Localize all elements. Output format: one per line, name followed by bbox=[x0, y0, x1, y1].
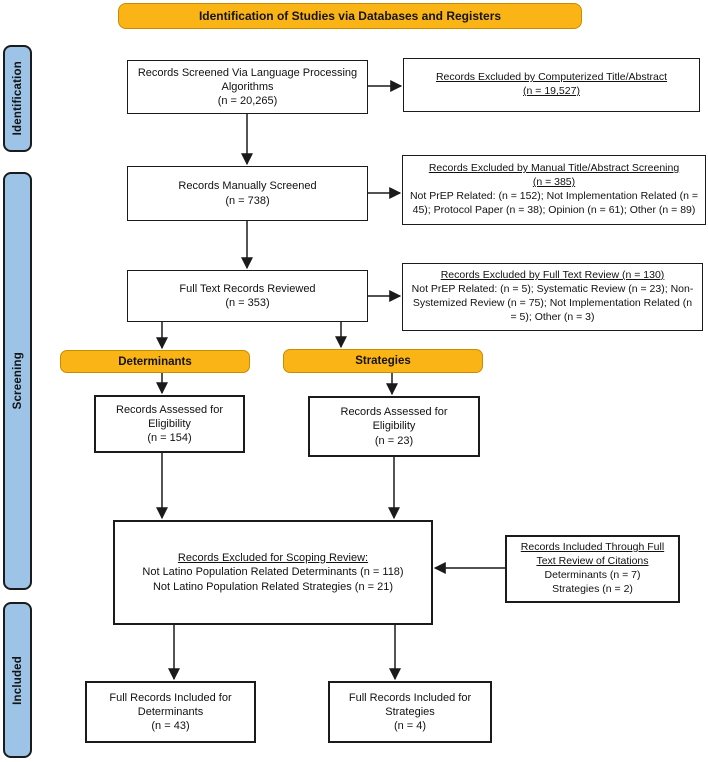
box-citations-heading: Records Included Through Full Text Revie… bbox=[520, 541, 665, 568]
box-excluded-scoping-line2: Not Latino Population Related Strategies… bbox=[152, 580, 393, 593]
box-assessed-eligibility-determinants: Records Assessed for Eligibility (n = 15… bbox=[94, 395, 245, 453]
box-excluded-manual-body: Not PrEP Related: (n = 152); Not Impleme… bbox=[409, 190, 699, 216]
box-assessed-strat-title: Records Assessed for Eligibility bbox=[340, 406, 448, 433]
box-excluded-computerized-count: (n = 19,527) bbox=[523, 85, 580, 97]
box-excluded-computerized: Records Excluded by Computerized Title/A… bbox=[403, 58, 700, 112]
box-records-manually-screened-title: Records Manually Screened bbox=[178, 180, 317, 193]
box-excluded-manual-heading: Records Excluded by Manual Title/Abstrac… bbox=[428, 162, 680, 175]
box-excluded-fulltext-heading: Records Excluded by Full Text Review (n … bbox=[440, 269, 665, 282]
box-included-strategies-count: (n = 4) bbox=[393, 720, 427, 733]
banner-title: Identification of Studies via Databases … bbox=[118, 3, 582, 29]
box-included-strategies-title: Full Records Included for Strategies bbox=[348, 691, 472, 718]
box-records-manually-screened: Records Manually Screened (n = 738) bbox=[127, 166, 368, 221]
box-included-through-citations: Records Included Through Full Text Revie… bbox=[505, 535, 680, 603]
box-assessed-det-title: Records Assessed for Eligibility bbox=[116, 403, 223, 430]
box-excluded-manual-count: (n = 385) bbox=[532, 176, 576, 189]
box-assessed-eligibility-strategies: Records Assessed for Eligibility (n = 23… bbox=[308, 396, 480, 457]
box-excluded-scoping-review: Records Excluded for Scoping Review: Not… bbox=[113, 520, 433, 625]
stage-bar-identification: Identification bbox=[3, 45, 32, 152]
box-full-text-reviewed: Full Text Records Reviewed (n = 353) bbox=[127, 270, 368, 322]
box-assessed-det-count: (n = 154) bbox=[147, 432, 192, 445]
branch-label-determinants-text: Determinants bbox=[118, 355, 192, 368]
box-assessed-strat-count: (n = 23) bbox=[374, 434, 414, 447]
stage-label-included: Included bbox=[11, 655, 24, 705]
stage-bar-screening: Screening bbox=[3, 172, 32, 590]
box-citations-line1: Determinants (n = 7) bbox=[544, 569, 641, 581]
box-records-screened-language: Records Screened Via Language Processing… bbox=[127, 60, 368, 114]
box-included-strategies: Full Records Included for Strategies (n … bbox=[328, 681, 492, 743]
stage-label-identification: Identification bbox=[11, 61, 24, 136]
box-records-screened-language-count: (n = 20,265) bbox=[217, 95, 278, 108]
box-citations-line2: Strategies (n = 2) bbox=[552, 582, 633, 595]
branch-label-determinants: Determinants bbox=[60, 350, 250, 373]
box-full-text-reviewed-title: Full Text Records Reviewed bbox=[179, 282, 316, 295]
box-full-text-reviewed-count: (n = 353) bbox=[225, 297, 270, 309]
branch-label-strategies-text: Strategies bbox=[355, 355, 411, 367]
stage-bar-included: Included bbox=[3, 602, 32, 758]
box-excluded-fulltext-body: Not PrEP Related: (n = 5); Systematic Re… bbox=[411, 283, 694, 323]
banner-title-label: Identification of Studies via Databases … bbox=[198, 9, 502, 23]
box-excluded-scoping-heading: Records Excluded for Scoping Review: bbox=[177, 552, 369, 565]
box-included-determinants-title: Full Records Included for Determinants bbox=[109, 691, 232, 718]
box-excluded-manual-screening: Records Excluded by Manual Title/Abstrac… bbox=[402, 155, 706, 225]
box-included-determinants: Full Records Included for Determinants (… bbox=[85, 681, 256, 743]
box-excluded-scoping-line1: Not Latino Population Related Determinan… bbox=[142, 566, 404, 579]
box-records-manually-screened-count: (n = 738) bbox=[225, 194, 270, 207]
box-excluded-computerized-heading: Records Excluded by Computerized Title/A… bbox=[435, 71, 668, 84]
box-included-determinants-count: (n = 43) bbox=[151, 720, 190, 733]
branch-label-strategies: Strategies bbox=[283, 349, 483, 373]
box-excluded-full-text-review: Records Excluded by Full Text Review (n … bbox=[402, 263, 703, 331]
box-records-screened-language-title: Records Screened Via Language Processing… bbox=[137, 66, 358, 93]
stage-label-screening: Screening bbox=[11, 352, 24, 410]
